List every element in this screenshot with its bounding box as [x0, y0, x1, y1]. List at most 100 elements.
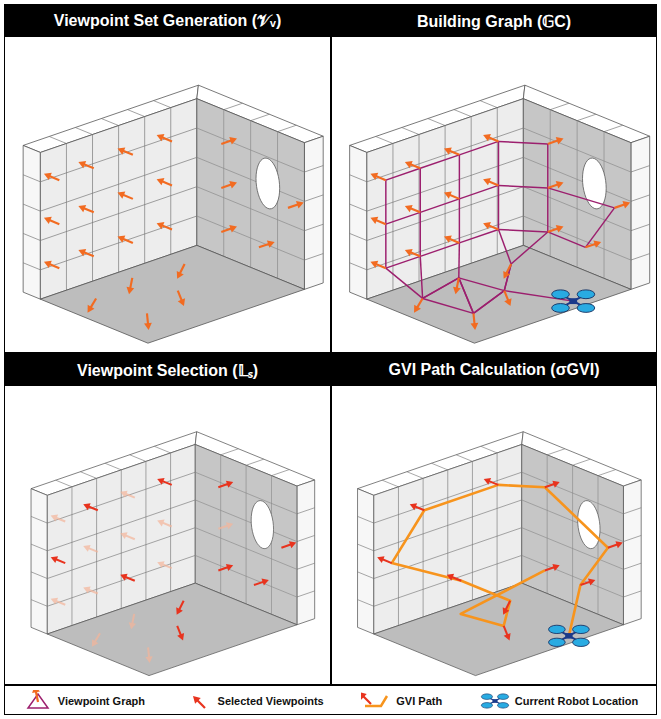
viewpoint-arrow — [177, 626, 184, 641]
arrow-head — [193, 695, 201, 703]
room-illustration — [23, 85, 323, 343]
grid-line — [40, 157, 196, 211]
graph-edge — [548, 188, 615, 208]
grid-line — [47, 500, 195, 551]
graph-edge — [459, 155, 460, 199]
viewpoint-arrow — [218, 564, 233, 571]
viewpoint-arrow — [288, 201, 304, 208]
arrow-head — [483, 222, 491, 229]
drone-rotor — [573, 638, 590, 646]
viewpoint-arrow — [254, 578, 269, 585]
grid-line — [367, 128, 523, 182]
viewpoint-arrow — [608, 541, 623, 548]
viewpoint-arrow — [221, 225, 237, 232]
viewpoint-arrow — [361, 691, 371, 703]
graph-edge — [459, 141, 498, 154]
viewpoint-arrow — [88, 298, 97, 312]
grid-line — [47, 472, 195, 523]
viewpoint-arrow — [129, 614, 136, 629]
drone-rotor — [552, 304, 570, 313]
floor — [367, 245, 631, 343]
grid-line — [80, 472, 96, 479]
legend-text: GVI Path — [396, 695, 442, 707]
viewpoint-arrow — [483, 178, 498, 185]
grid-line — [447, 470, 448, 609]
arrow-head — [370, 173, 378, 180]
drone-rotor — [549, 638, 566, 646]
viewpoint-arrow — [410, 503, 425, 510]
arrow-head — [615, 541, 622, 548]
arrow-head — [229, 225, 237, 232]
viewpoint-arrow — [120, 532, 135, 539]
graph-edge — [459, 278, 474, 313]
arrow-head — [226, 522, 233, 529]
grid-line — [47, 528, 195, 579]
grid-line — [121, 470, 122, 609]
arrow-head — [157, 478, 164, 485]
graph-edge — [498, 141, 547, 143]
graph-edge — [498, 185, 547, 187]
grid-line — [297, 535, 315, 541]
robot-drone — [549, 625, 590, 646]
grid-line — [49, 136, 66, 143]
wall-end-rim — [623, 480, 641, 625]
viewpoint-arrow — [503, 264, 511, 279]
drone-body — [569, 298, 577, 304]
grid-line — [154, 101, 171, 108]
arrow-head — [444, 148, 452, 155]
grid-line — [31, 572, 47, 579]
drone-rotor — [552, 290, 570, 299]
graph-edge — [385, 180, 386, 224]
viewpoint-arrow — [157, 520, 172, 527]
grid-line — [350, 175, 367, 182]
wall-end-rim — [23, 145, 40, 299]
arrow-head — [377, 556, 384, 563]
arrow-head — [267, 240, 275, 247]
viewpoint-arrow — [444, 236, 459, 243]
grid-line — [195, 472, 297, 514]
viewpoint-arrow — [548, 137, 564, 144]
viewpoint-arrow — [614, 201, 630, 208]
viewpoint-arrow — [176, 601, 183, 615]
grid-line — [118, 126, 119, 273]
graph-edge — [511, 232, 548, 264]
grid-line — [197, 187, 305, 231]
viewpoint-arrow — [78, 205, 93, 212]
grid-line — [304, 224, 323, 230]
grid-line — [392, 144, 393, 291]
title-bar: Viewpoint Selection (𝕃ₛ) — [5, 354, 330, 386]
grid-line — [127, 110, 144, 117]
legend-sample — [361, 690, 391, 712]
arrow-head — [229, 137, 237, 144]
grid-line — [577, 114, 596, 120]
arrow-head — [51, 515, 58, 522]
graph-edge — [386, 268, 423, 298]
arrow-head — [78, 161, 86, 168]
title-bar: Viewpoint Set Generation (𝒱ᵥ) — [5, 5, 330, 37]
grid-line — [350, 233, 367, 240]
grid-line — [195, 528, 297, 570]
drone-rotor — [577, 304, 595, 313]
viewpoint-arrow — [145, 647, 152, 663]
panel: Building Graph (𝔾C) — [331, 4, 657, 353]
grid-line — [297, 563, 315, 569]
grid-line — [497, 453, 498, 592]
grid-line — [350, 263, 367, 270]
grid-line — [497, 108, 498, 255]
arrow-head — [410, 503, 417, 510]
panel: GVI Path Calculation (σGVI) — [331, 353, 657, 685]
grid-line — [623, 591, 641, 597]
room-illustration — [31, 432, 315, 676]
viewpoint-arrow — [370, 217, 385, 224]
viewpoint-graph — [386, 141, 615, 313]
viewpoint-arrow — [414, 298, 423, 312]
graph-edge — [459, 278, 504, 291]
arrow-head — [44, 173, 52, 180]
viewpoint-arrow — [370, 261, 385, 268]
grid-line — [221, 449, 239, 455]
grid-line — [419, 135, 420, 282]
grid-line — [631, 166, 650, 172]
grid-line — [398, 487, 399, 626]
grid-line — [523, 187, 631, 231]
drone-rotor — [481, 693, 492, 699]
